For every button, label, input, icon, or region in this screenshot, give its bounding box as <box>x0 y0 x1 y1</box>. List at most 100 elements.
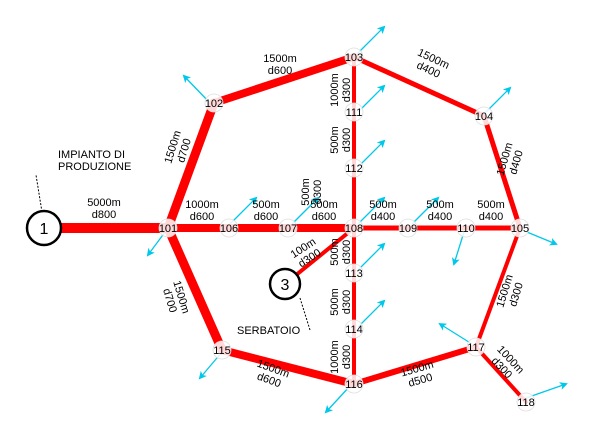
tank-node[interactable]: 3 <box>268 267 302 301</box>
node-112[interactable]: 112 <box>344 158 364 178</box>
node-110[interactable]: 110 <box>456 218 476 238</box>
node-103[interactable]: 103 <box>344 47 364 67</box>
pipe-length-label: 500m <box>300 178 312 206</box>
node-circle <box>212 340 232 360</box>
node-107[interactable]: 107 <box>278 218 298 238</box>
plant-annotation: IMPIANTO DI PRODUZIONE <box>35 149 131 213</box>
node-label: 116 <box>345 379 363 391</box>
pipe-length-label: 500m <box>369 199 397 211</box>
node-115[interactable]: 115 <box>212 340 232 360</box>
tank-annotation: SERBATOIO <box>237 297 311 337</box>
pipe-diameter-label: d600 <box>254 211 278 223</box>
node-label: 101 <box>159 223 177 235</box>
node-114[interactable]: 114 <box>344 319 364 339</box>
node-circle <box>398 218 418 238</box>
node-circle <box>456 218 476 238</box>
demand-arrow <box>357 242 386 271</box>
pipe-diameter-label: d300 <box>341 240 353 264</box>
tank-label: SERBATOIO <box>237 325 301 337</box>
pipes <box>39 53 528 404</box>
node-label: 102 <box>205 98 223 110</box>
pipe-length-label: 1000m <box>329 73 341 107</box>
node-circle <box>466 337 486 357</box>
node-113[interactable]: 113 <box>344 263 364 283</box>
pipe-101-102[interactable] <box>163 98 219 233</box>
pipe-diameter-label: d400 <box>371 211 395 223</box>
pipe-102-103[interactable] <box>210 53 358 107</box>
pipe-116-117[interactable] <box>351 344 479 387</box>
node-label: 115 <box>213 345 231 357</box>
node-118[interactable]: 118 <box>516 392 536 412</box>
node-circle <box>344 158 364 178</box>
pipe-length-label: 1000m <box>185 199 219 211</box>
demand-arrow <box>182 74 211 104</box>
node-label: 109 <box>399 223 417 235</box>
plant-node[interactable]: 1 <box>25 209 63 247</box>
node-label: 117 <box>467 342 485 354</box>
pipe-length-label: 1000m <box>329 340 341 374</box>
plant-label-line1: IMPIANTO DI <box>58 149 125 161</box>
node-106[interactable]: 106 <box>219 218 239 238</box>
tank-node-circle <box>268 267 302 301</box>
pipe-diameter-label: d600 <box>190 211 214 223</box>
node-circle <box>344 319 364 339</box>
pipe-diameter-label: d300 <box>341 78 353 102</box>
nodes: 101 102 103 104 105 106 107 108 109 110 111 112 113 1… <box>158 47 536 412</box>
node-105[interactable]: 105 <box>510 218 530 238</box>
pipe-117-105[interactable] <box>474 226 522 349</box>
node-102[interactable]: 102 <box>204 93 224 113</box>
plant-label-line2: PRODUZIONE <box>58 161 131 173</box>
node-label: 113 <box>345 268 363 280</box>
node-label: 103 <box>345 52 363 64</box>
pipe-diameter-label: d400 <box>428 211 452 223</box>
pipe-103-104[interactable] <box>351 54 487 119</box>
demand-arrow <box>357 139 386 168</box>
node-104[interactable]: 104 <box>474 106 494 126</box>
node-label: 114 <box>345 324 363 336</box>
demand-arrow <box>229 196 258 225</box>
pipe-115-116[interactable] <box>218 346 358 388</box>
pipe-104-105[interactable] <box>481 113 523 231</box>
pipe-diameter-label: d800 <box>92 209 116 221</box>
node-label: 107 <box>279 223 297 235</box>
node-109[interactable]: 109 <box>398 218 418 238</box>
node-label: 110 <box>457 223 475 235</box>
tank-leader-line <box>299 297 311 331</box>
pipe-101-115[interactable] <box>163 223 227 355</box>
node-circle <box>344 218 364 238</box>
plant-leader-line <box>35 174 43 213</box>
pipe-117-118[interactable] <box>474 345 528 404</box>
node-111[interactable]: 111 <box>344 102 364 122</box>
node-circle <box>158 218 178 238</box>
node-101[interactable]: 101 <box>158 218 178 238</box>
node-circle <box>204 93 224 113</box>
plant-node-circle <box>25 209 63 247</box>
pipe-length-label: 500m <box>329 238 341 266</box>
tank-node-label: 3 <box>281 277 290 294</box>
pipe-diameter-label: d300 <box>341 290 353 314</box>
pipe-diameter-label: d400 <box>479 211 503 223</box>
node-116[interactable]: 116 <box>344 374 364 394</box>
node-117[interactable]: 117 <box>466 337 486 357</box>
pipe-length-label: 500m <box>329 288 341 316</box>
pipe-length-label: 500m <box>310 199 338 211</box>
node-108[interactable]: 108 <box>344 218 364 238</box>
